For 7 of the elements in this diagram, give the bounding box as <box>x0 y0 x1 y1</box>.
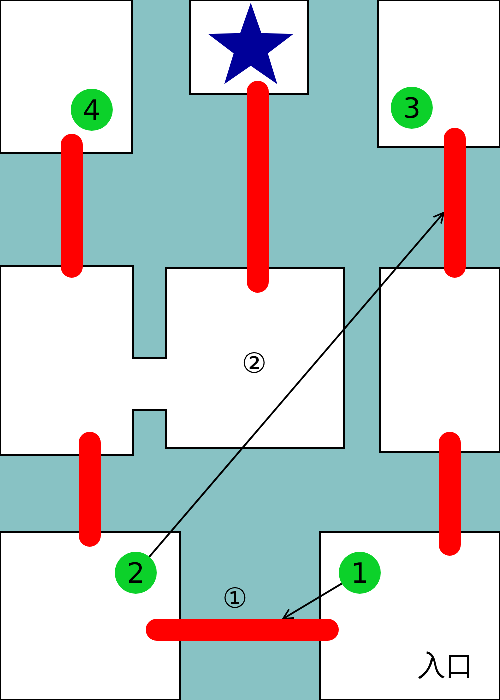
entrance-label: 入口 <box>418 652 474 680</box>
arrow <box>282 583 342 620</box>
door-bar <box>146 619 339 641</box>
edge-label: ② <box>242 350 267 378</box>
arrow <box>148 212 445 558</box>
edge-label: ① <box>222 585 248 614</box>
door-bar <box>444 128 466 278</box>
